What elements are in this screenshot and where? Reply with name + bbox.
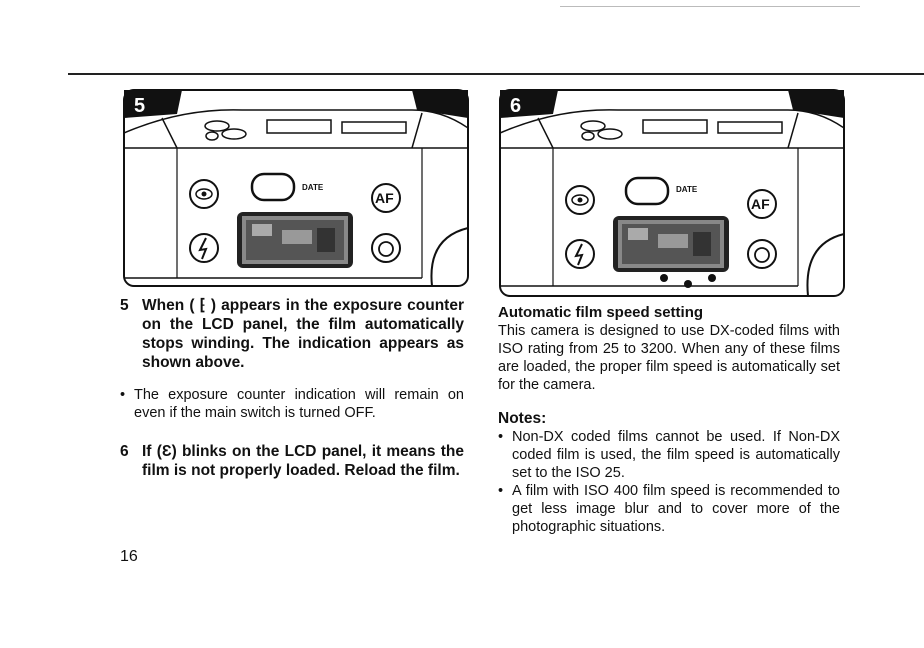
scan-artifact-line (560, 6, 860, 7)
flash-icon (565, 239, 595, 269)
note-item-text: Non-DX coded films cannot be used. If No… (512, 429, 840, 481)
eye-icon (571, 194, 589, 206)
left-text-column: 5 When ( ⁅ ) appears in the exposure cou… (120, 296, 464, 480)
section-paragraph: This camera is designed to use DX-coded … (498, 323, 840, 393)
step-5-text: When ( ⁅ ) appears in the exposure count… (142, 297, 464, 371)
figure-5-camera-illustration: 5 DATE AF (122, 88, 470, 288)
figure-6-camera-illustration: 6 DATE AF (498, 88, 846, 298)
step-5: 5 When ( ⁅ ) appears in the exposure cou… (120, 296, 464, 372)
date-label: DATE (676, 185, 698, 194)
step-5-number: 5 (120, 297, 129, 314)
af-label: AF (751, 196, 770, 212)
page-number: 16 (120, 548, 138, 565)
notes-heading: Notes: (498, 410, 547, 427)
section-heading: Automatic film speed setting (498, 304, 704, 321)
figure-6-number: 6 (510, 95, 521, 117)
step-6-text: If (Ɛ) blinks on the LCD panel, it means… (142, 443, 464, 479)
step-6: 6 If (Ɛ) blinks on the LCD panel, it mea… (120, 442, 464, 480)
bullet-exposure-counter-text: The exposure counter indication will rem… (134, 387, 464, 421)
figure-5-number: 5 (134, 95, 145, 117)
bullet-exposure-counter: The exposure counter indication will rem… (120, 386, 464, 422)
self-timer-icon (371, 233, 401, 263)
flash-icon (189, 233, 219, 263)
note-item: Non-DX coded films cannot be used. If No… (498, 428, 840, 482)
note-item: A film with ISO 400 film speed is recomm… (498, 482, 840, 536)
eye-icon (195, 188, 213, 200)
date-label: DATE (302, 183, 324, 192)
note-item-text: A film with ISO 400 film speed is recomm… (512, 483, 840, 535)
header-rule (68, 73, 924, 75)
self-timer-icon (747, 239, 777, 269)
af-label: AF (375, 190, 394, 206)
right-text-column: Automatic film speed setting This camera… (498, 304, 840, 536)
step-6-number: 6 (120, 443, 129, 460)
